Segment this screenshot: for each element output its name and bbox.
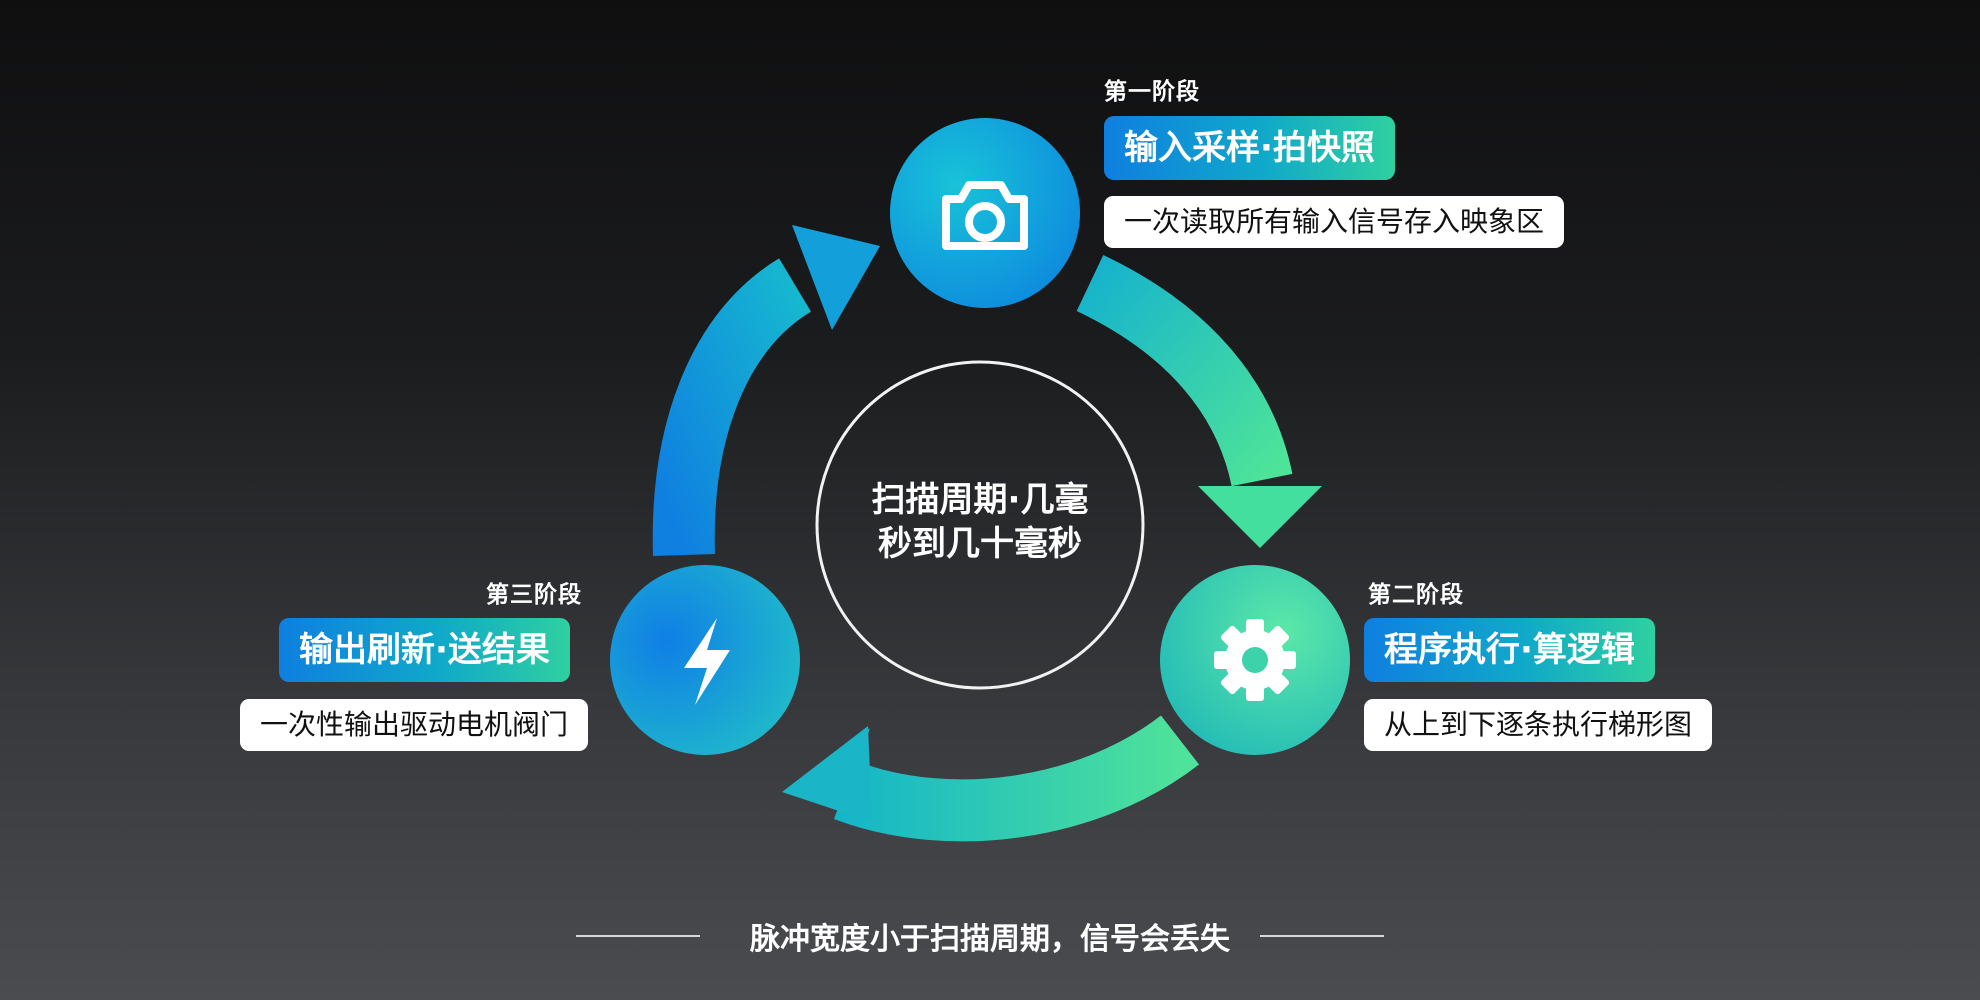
- stage3-title: 输出刷新·送结果: [279, 618, 570, 682]
- stage3-tag: 第三阶段: [486, 582, 582, 608]
- note-divider-left: [576, 935, 700, 937]
- stage2-desc: 从上到下逐条执行梯形图: [1364, 699, 1713, 751]
- gear-icon: [1214, 619, 1296, 701]
- center-ring: [815, 360, 1145, 690]
- stage1-desc: 一次读取所有输入信号存入映象区: [1104, 196, 1565, 248]
- arrow-head-bottom-main: [782, 726, 872, 822]
- lightning-icon: [684, 618, 730, 705]
- footnote: 脉冲宽度小于扫描周期，信号会丢失: [750, 922, 1230, 957]
- stage1-node: [890, 118, 1080, 308]
- camera-icon: [942, 181, 1028, 250]
- stage3-node: [610, 565, 800, 755]
- stage2-node: [1160, 565, 1350, 755]
- stage1-title: 输入采样·拍快照: [1104, 116, 1395, 180]
- cycle-time-label: 扫描周期·几毫 秒到几十毫秒: [830, 478, 1130, 566]
- arrow-stage1-to-stage2: [1076, 255, 1293, 487]
- cycle-time-line1: 扫描周期·几毫: [871, 480, 1089, 520]
- arrow-head-right: [1198, 486, 1322, 548]
- cycle-time-line2: 秒到几十毫秒: [878, 524, 1082, 564]
- stage2-title: 程序执行·算逻辑: [1364, 618, 1655, 682]
- arrow-stage2-to-stage3: [833, 715, 1200, 842]
- stage1-tag: 第一阶段: [1104, 79, 1200, 105]
- stage3-desc: 一次性输出驱动电机阀门: [240, 699, 589, 751]
- stage2-tag: 第二阶段: [1368, 582, 1464, 608]
- note-divider-right: [1260, 935, 1384, 937]
- arrow-head-left: [792, 225, 880, 330]
- arrow-stage3-to-stage1: [652, 258, 812, 556]
